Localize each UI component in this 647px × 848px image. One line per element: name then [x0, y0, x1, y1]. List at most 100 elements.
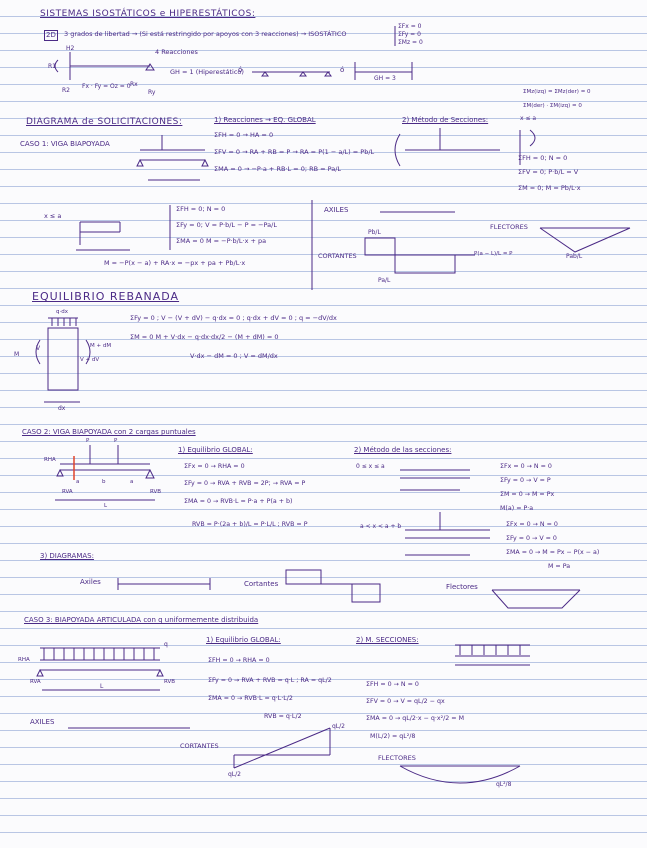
iso-eq-1: ΣFx = 0 — [398, 23, 422, 30]
case1-left-sketch — [76, 221, 130, 251]
case1-sec-eq-1: ΣFH = 0; N = 0 — [518, 154, 568, 162]
case1-xa-right: x ≤ a — [520, 115, 537, 122]
case2-s2-eq-4: M = Pa — [548, 563, 571, 570]
case2-eq-3: ΣMA = 0 → RVB·L = P·a + P(a + b) — [184, 498, 293, 505]
case1-m-eq: M = −P(x − a) + RA·x = −px + pa + Pb/L·x — [104, 259, 246, 267]
side-eq-1: ΣMz(izq) = ΣMz(der) = 0 — [523, 89, 591, 95]
case2-secciones: 2) Método de las secciones: — [354, 446, 452, 454]
case1-cortantes-diagram — [364, 237, 475, 274]
case2-s1-eq-4: M(a) = P·a — [500, 505, 534, 512]
reaction-rx: Rx — [130, 81, 138, 88]
case2-p2: P — [114, 438, 118, 444]
case3-eq-3: ΣMA = 0 → RVB·L = q·L·L/2 — [208, 695, 293, 702]
case2-b: b — [102, 479, 106, 485]
case2-axiles-label: Axiles — [80, 578, 101, 586]
rebanada-dx: dx — [58, 405, 66, 412]
case3-sec-eq-4: M(L/2) = qL²/8 — [370, 733, 416, 740]
case1-reacciones: 1) Reacciones → EQ. GLOBAL — [214, 116, 316, 124]
case2-l: L — [104, 503, 108, 509]
case3-sec-sketch — [455, 644, 530, 666]
case1-pa-l: Pa/L — [378, 277, 391, 284]
case2-s1-eq-1: ΣFx = 0 → N = 0 — [500, 463, 552, 470]
case2-p1: P — [86, 438, 90, 444]
case3-eq-4: RVB = q·L/2 — [264, 713, 302, 720]
gh-label: GH = 1 (Hiperestático) — [170, 68, 244, 76]
iso-eq-3: ΣMz = 0 — [398, 39, 423, 46]
case1-left-eq-3: ΣMA = 0 M = −P·b/L·x + pa — [176, 237, 267, 245]
case3-sec-eq-3: ΣMA = 0 → qL/2·x − q·x²/2 = M — [366, 715, 465, 722]
gh3-label: GH = 3 — [374, 75, 396, 82]
rebanada-eq-3: V·dx − dM = 0 ; V = dM/dx — [190, 352, 278, 360]
rebanada-m: M — [14, 351, 20, 358]
four-reactions: 4 Reacciones — [155, 48, 198, 56]
case2-flectores-label: Flectores — [446, 583, 478, 591]
case1-sec-eq-3: ΣM = 0; M = Pb/L·x — [518, 184, 581, 192]
case3-sec-eq-1: ΣFH = 0 → N = 0 — [366, 681, 419, 688]
or-2: ó — [340, 66, 345, 74]
reaction-r1: R1 — [48, 63, 56, 70]
rebanada-eq-1: ΣFy = 0 ; V − (V + dV) − q·dx = 0 ; q·dx… — [130, 314, 337, 322]
reaction-h2: H2 — [66, 45, 75, 52]
case1-flectores-diagram — [539, 227, 631, 253]
case3-rva: RVA — [30, 679, 41, 685]
case3-eq-1: ΣFH = 0 → RHA = 0 — [208, 657, 270, 664]
rebanada-m-dm: M + dM — [90, 343, 112, 349]
case2-rha: RHA — [44, 457, 56, 463]
case2-sec1-sketch — [400, 469, 470, 491]
solic-title: DIAGRAMA de SOLICITACIONES: — [26, 117, 183, 127]
intro-cantilever-sketch — [54, 52, 155, 80]
case2-title: CASO 2: VIGA BIAPOYADA con 2 cargas punt… — [22, 428, 196, 436]
or-1: ó — [238, 66, 243, 74]
case3-title: CASO 3: BIAPOYADA ARTICULADA con q unifo… — [24, 616, 259, 624]
case2-rva: RVA — [62, 489, 73, 495]
rebanada-sketch — [35, 317, 91, 403]
case3-ql2-top: qL/2 — [332, 723, 345, 730]
free-body-eq: Fx · Fy = Oz = 0 — [82, 83, 131, 90]
case2-a2: a — [130, 479, 134, 485]
case3-rvb: RVB — [164, 679, 176, 685]
case2-a1: a — [76, 479, 80, 485]
case3-global: 1) Equilibrio GLOBAL: — [206, 636, 281, 644]
case2-s2-eq-2: ΣFy = 0 → V = 0 — [506, 535, 557, 542]
case1-cortantes-label: CORTANTES — [318, 252, 357, 260]
case1-xa-left: x ≤ a — [44, 212, 62, 220]
case3-ql2-bottom: qL/2 — [228, 771, 241, 778]
case3-ql28: qL²/8 — [496, 781, 512, 788]
reaction-ry: Ry — [148, 89, 156, 96]
case1-title: CASO 1: VIGA BIAPOYADA — [20, 140, 110, 148]
case3-rha: RHA — [18, 657, 30, 663]
intro-number: 2D — [44, 30, 58, 41]
case1-axiles-label: AXILES — [324, 206, 349, 214]
intro-hyper-beams — [252, 62, 413, 80]
page-title: SISTEMAS ISOSTÁTICOS e HIPERESTÁTICOS: — [40, 9, 256, 19]
rebanada-eq-2: ΣM = 0 M + V·dx − q·dx·dx/2 − (M + dM) =… — [130, 333, 279, 341]
case1-left-eq-1: ΣFH = 0; N = 0 — [176, 205, 226, 213]
case1-section-sketch — [394, 128, 536, 167]
rebanada-title: EQUILIBRIO REBANADA — [32, 290, 180, 303]
rebanada-v: V — [36, 345, 41, 352]
case1-sec-eq-2: ΣFV = 0; P·b/L = V — [518, 168, 579, 176]
case2-sec2-sketch — [405, 512, 490, 556]
intro-text: 3 grados de libertad → (Si está restring… — [64, 30, 347, 38]
case1-eq-3: ΣMA = 0 → −P·a + RB·L = 0; RB = Pa/L — [214, 165, 342, 173]
case2-eq-2: ΣFy = 0 → RVA + RVB = 2P; → RVA = P — [184, 480, 306, 487]
case3-flectores-label: FLECTORES — [378, 754, 416, 762]
case2-s1-eq-2: ΣFy = 0 → V = P — [500, 477, 551, 484]
case3-cortantes-label: CORTANTES — [180, 742, 219, 750]
case1-flec-value: Pab/L — [566, 253, 583, 260]
case2-beam-sketch — [55, 445, 155, 501]
case3-flectores-diagram — [399, 765, 521, 784]
case2-global: 1) Equilibrio GLOBAL: — [178, 446, 253, 454]
case2-s1-eq-3: ΣM = 0 → M = Px — [500, 491, 555, 498]
case3-eq-2: ΣFy = 0 → RVA + RVB = q·L ; RA = qL/2 — [208, 677, 332, 684]
case2-s2-eq-1: ΣFx = 0 → N = 0 — [506, 521, 558, 528]
case1-cort-value: P(a − L)/L = P — [474, 251, 513, 257]
case1-eq-1: ΣFH = 0 → HA = 0 — [214, 131, 274, 139]
case2-diagramas: 3) DIAGRAMAS: — [40, 552, 94, 560]
case2-axiles-diagram — [117, 578, 211, 590]
case2-s2-eq-3: ΣMA = 0 → M = Px − P(x − a) — [506, 549, 600, 556]
case1-beam-sketch — [136, 135, 209, 181]
side-eq-2: ΣM(der) · ΣM(izq) = 0 — [523, 103, 582, 109]
case2-rvb: RVB — [150, 489, 162, 495]
